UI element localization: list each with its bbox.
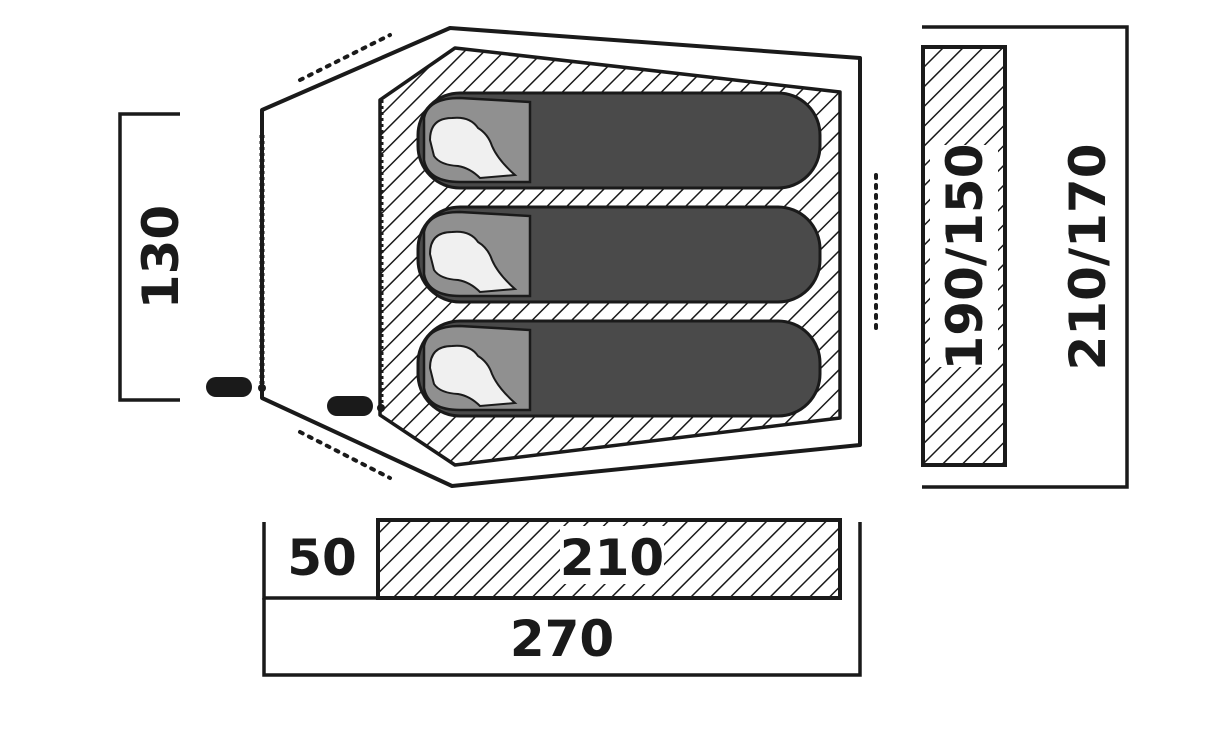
outer-width-label: 210/170 xyxy=(1059,143,1117,370)
outer-zipper-pull-icon xyxy=(206,377,252,397)
guyline-top-left xyxy=(298,33,392,82)
total-length-label: 270 xyxy=(510,610,614,668)
vestibule-width-bracket xyxy=(118,112,180,402)
inner-length-label-bg xyxy=(560,526,664,584)
sleeping-bag-1 xyxy=(416,91,822,190)
outer-width-bracket xyxy=(922,25,1129,489)
vestibule-depth-label: 50 xyxy=(287,529,357,587)
guyline-bottom-left xyxy=(298,430,392,480)
total-length-bracket xyxy=(262,522,862,677)
inner-width-label: 190/150 xyxy=(936,143,994,370)
sleeping-bag-2 xyxy=(416,205,822,304)
inner-length-label: 210 xyxy=(560,529,664,587)
vestibule-width-label: 130 xyxy=(132,205,190,309)
inner-zipper-pull-icon xyxy=(327,396,373,416)
sleeping-bag-3 xyxy=(416,319,822,418)
inner-width-label-bg xyxy=(930,145,998,367)
